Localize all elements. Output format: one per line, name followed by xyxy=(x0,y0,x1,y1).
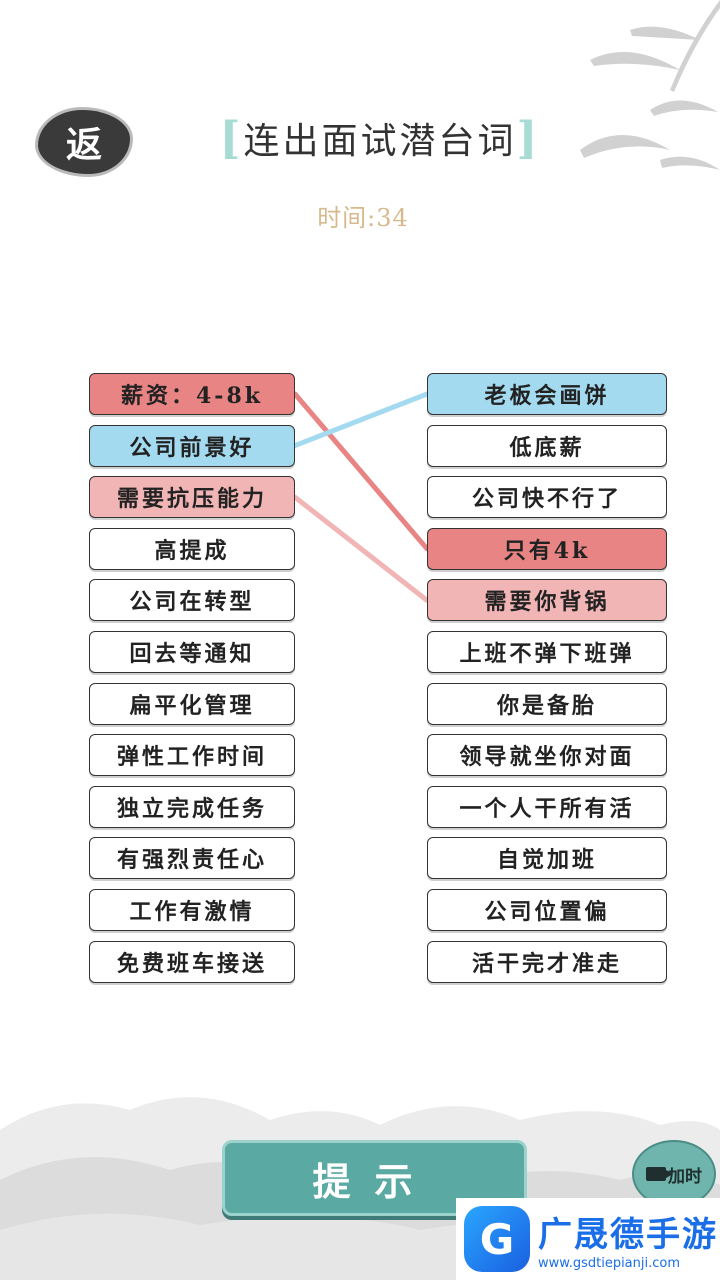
left-word-7[interactable]: 弹性工作时间 xyxy=(89,734,295,777)
right-word-1[interactable]: 低底薪 xyxy=(427,424,667,467)
right-word-5[interactable]: 上班不弹下班弹 xyxy=(427,631,667,673)
left-word-9[interactable]: 有强烈责任心 xyxy=(89,837,295,880)
right-word-6[interactable]: 你是备胎 xyxy=(427,682,667,725)
title-bracket-right: ] xyxy=(516,113,541,164)
back-button[interactable]: 返 xyxy=(38,110,130,174)
right-word-9[interactable]: 自觉加班 xyxy=(427,837,667,880)
right-word-2[interactable]: 公司快不行了 xyxy=(427,476,667,519)
right-word-7[interactable]: 领导就坐你对面 xyxy=(427,734,667,777)
left-word-11[interactable]: 免费班车接送 xyxy=(89,940,295,983)
left-word-8[interactable]: 独立完成任务 xyxy=(89,785,295,828)
left-word-3[interactable]: 高提成 xyxy=(89,527,295,570)
right-word-4[interactable]: 需要你背锅 xyxy=(427,579,667,622)
left-word-10[interactable]: 工作有激情 xyxy=(89,889,295,931)
level-title: [连出面试潜台词] xyxy=(0,112,720,164)
watermark-logo-icon: G xyxy=(464,1206,530,1272)
add-time-label: 加时 xyxy=(668,1166,702,1187)
left-word-6[interactable]: 扁平化管理 xyxy=(89,682,295,725)
right-word-0[interactable]: 老板会画饼 xyxy=(427,373,667,415)
left-word-4[interactable]: 公司在转型 xyxy=(89,579,295,622)
left-word-2[interactable]: 需要抗压能力 xyxy=(89,476,295,519)
right-word-8[interactable]: 一个人干所有活 xyxy=(427,785,667,828)
video-camera-icon xyxy=(646,1167,673,1181)
connection-line-1 xyxy=(292,391,430,449)
left-word-5[interactable]: 回去等通知 xyxy=(89,631,295,673)
title-bracket-left: [ xyxy=(219,113,244,164)
title-text: 连出面试潜台词 xyxy=(243,121,517,162)
timer: 时间:34 xyxy=(317,204,409,232)
connection-line-2 xyxy=(292,494,430,603)
watermark: G 广晟德手游 www.gsdtiepianji.com xyxy=(456,1198,720,1280)
left-word-0[interactable]: 薪资：4-8k xyxy=(89,373,295,415)
connection-line-0 xyxy=(292,391,430,552)
bamboo-decoration xyxy=(580,0,720,170)
left-word-1[interactable]: 公司前景好 xyxy=(89,424,295,467)
right-word-3[interactable]: 只有4k xyxy=(427,527,667,570)
right-word-10[interactable]: 公司位置偏 xyxy=(427,889,667,931)
right-word-11[interactable]: 活干完才准走 xyxy=(427,940,667,983)
watermark-url: www.gsdtiepianji.com xyxy=(538,1256,681,1271)
watermark-name: 广晟德手游 xyxy=(538,1215,718,1255)
